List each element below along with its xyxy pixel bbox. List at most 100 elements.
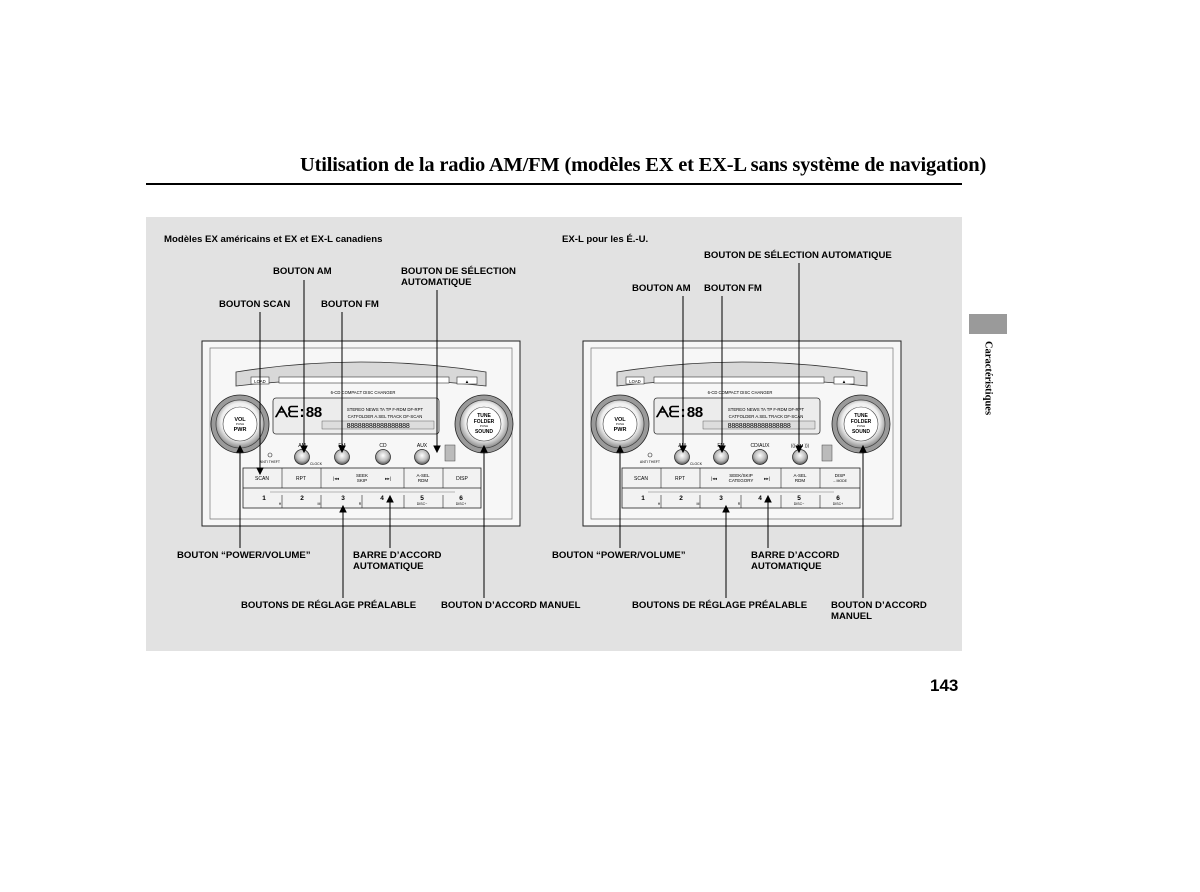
svg-text:PUSH: PUSH [480,424,488,428]
svg-text:PUSH: PUSH [616,422,624,426]
left-label-bouton-accord: BOUTON D’ACCORD MANUEL [441,600,581,611]
svg-text:STEREO NEWS TA TP F-RDM DF-RPT: STEREO NEWS TA TP F-RDM DF-RPT [728,407,805,412]
left-label-bouton-power: BOUTON “POWER/VOLUME” [177,550,311,561]
svg-text:A-SEL: A-SEL [793,473,807,478]
svg-text:SOUND: SOUND [475,429,493,435]
svg-text:PWR: PWR [234,427,247,433]
svg-text:←MODE: ←MODE [833,479,848,483]
right-label-barre-accord: BARRE D’ACCORD AUTOMATIQUE [751,550,840,572]
svg-text:▲: ▲ [465,379,469,384]
svg-text:6: 6 [459,495,463,502]
svg-text:3: 3 [719,495,723,502]
svg-text:DISC+: DISC+ [456,502,466,506]
svg-text:CATEGORY: CATEGORY [729,478,754,483]
svg-text:PUSH: PUSH [236,422,244,426]
title-rule [146,183,962,185]
svg-text:STEREO NEWS TA TP F-RDM DF-RPT: STEREO NEWS TA TP F-RDM DF-RPT [347,407,424,412]
right-label-bouton-selection: BOUTON DE SÉLECTION AUTOMATIQUE [704,250,892,261]
left-label-barre-accord-line1: BARRE D’ACCORD [353,550,442,561]
svg-text:5: 5 [797,495,801,502]
right-label-barre-accord-line1: BARRE D’ACCORD [751,550,840,561]
svg-text:A-SEL: A-SEL [416,473,430,478]
page-number: 143 [930,676,959,695]
left-label-barre-accord-line2: AUTOMATIQUE [353,560,424,572]
svg-text:2: 2 [300,495,304,502]
svg-text:3: 3 [341,495,345,502]
left-subtitle: Modèles EX américains et EX et EX-L cana… [164,234,383,245]
right-leader-lines [616,263,867,598]
svg-text:2: 2 [679,495,683,502]
svg-text:4: 4 [758,495,762,502]
left-label-bouton-am: BOUTON AM [273,266,332,277]
svg-text:CD: CD [379,443,387,449]
section-side-label: Caractéristiques [982,340,994,416]
svg-text:TUNE: TUNE [854,413,868,419]
svg-text:CATFOLDER A.SEL TRACK DF-SCAN: CATFOLDER A.SEL TRACK DF-SCAN [348,414,423,419]
svg-text:4: 4 [380,495,384,502]
svg-text:RPT: RPT [675,476,685,482]
svg-text:1: 1 [262,495,266,502]
svg-text:▲: ▲ [842,379,846,384]
right-subtitle: EX-L pour les É.-U. [562,234,649,245]
svg-text:1: 1 [641,495,645,502]
svg-text:PWR: PWR [614,427,627,433]
left-label-bouton-selection: BOUTON DE SÉLECTION AUTOMATIQUE [401,266,516,288]
page-title: Utilisation de la radio AM/FM (modèles E… [300,154,987,176]
svg-text:88888888888888888: 88888888888888888 [728,423,791,431]
right-label-bouton-accord: BOUTON D’ACCORD MANUEL [831,600,927,622]
svg-text:88888888888888888: 88888888888888888 [347,423,410,431]
svg-text:CATFOLDER A.SEL TRACK DF-SCAN: CATFOLDER A.SEL TRACK DF-SCAN [729,414,804,419]
svg-text:DISP: DISP [835,473,846,478]
svg-text:RDM: RDM [418,478,428,483]
svg-text:RDM: RDM [795,478,805,483]
svg-text:DISP: DISP [456,476,468,482]
right-label-bouton-am: BOUTON AM [632,283,691,294]
svg-text:ᗅᗴ:88: ᗅᗴ:88 [275,405,323,422]
section-tab-marker [969,314,1007,334]
svg-text:M: M [697,502,700,506]
svg-text:TUNE: TUNE [477,413,491,419]
right-label-bouton-accord-line1: BOUTON D’ACCORD [831,600,927,611]
right-label-bouton-power: BOUTON “POWER/VOLUME” [552,550,686,561]
svg-text:5: 5 [420,495,424,502]
svg-text:SEEK: SEEK [356,473,368,478]
right-radio-unit: LOAD ▲ 6-CD COMPACT DISC CHANGER ᗅᗴ:88 S… [582,340,902,527]
svg-text:FOLDER: FOLDER [851,419,872,425]
svg-text:ᗅᗴ:88: ᗅᗴ:88 [656,405,704,422]
svg-text:R: R [738,502,741,506]
svg-text:6-CD COMPACT DISC CHANGER: 6-CD COMPACT DISC CHANGER [708,390,773,395]
right-label-boutons-reglage: BOUTONS DE RÉGLAGE PRÉALABLE [632,600,808,611]
left-radio-unit: LOAD ▲ 6-CD COMPACT DISC CHANGER ᗅᗴ:88 S… [201,340,521,527]
right-label-bouton-accord-line2: MANUEL [831,610,873,622]
svg-text:|◂◂: |◂◂ [711,476,717,481]
svg-text:6-CD COMPACT DISC CHANGER: 6-CD COMPACT DISC CHANGER [331,390,396,395]
svg-text:CLOCK: CLOCK [310,462,323,466]
svg-text:SEEK/SKIP: SEEK/SKIP [729,473,753,478]
svg-text:CLOCK: CLOCK [690,462,703,466]
svg-text:ANTI THEFT: ANTI THEFT [640,460,661,464]
right-label-bouton-fm: BOUTON FM [704,283,762,294]
left-label-boutons-reglage: BOUTONS DE RÉGLAGE PRÉALABLE [241,600,417,611]
svg-text:FOLDER: FOLDER [474,419,495,425]
svg-text:▸▸|: ▸▸| [764,476,770,481]
left-leader-lines [236,280,488,598]
svg-text:RPT: RPT [296,476,306,482]
left-label-bouton-scan: BOUTON SCAN [219,299,291,310]
svg-text:|◂◂: |◂◂ [333,476,339,481]
right-label-barre-accord-line2: AUTOMATIQUE [751,560,822,572]
left-label-barre-accord: BARRE D’ACCORD AUTOMATIQUE [353,550,442,572]
svg-text:▸▸|: ▸▸| [385,476,391,481]
svg-text:PUSH: PUSH [857,424,865,428]
svg-text:R: R [359,502,362,506]
svg-text:H: H [658,502,661,506]
svg-text:VOL: VOL [234,417,246,423]
svg-text:H: H [279,502,282,506]
svg-text:LOAD: LOAD [629,379,640,384]
svg-text:DISC−: DISC− [417,502,427,506]
svg-text:SCAN: SCAN [634,476,648,482]
svg-text:SCAN: SCAN [255,476,269,482]
svg-text:SKIP: SKIP [357,478,367,483]
svg-text:SOUND: SOUND [852,429,870,435]
svg-text:DISC+: DISC+ [833,502,843,506]
